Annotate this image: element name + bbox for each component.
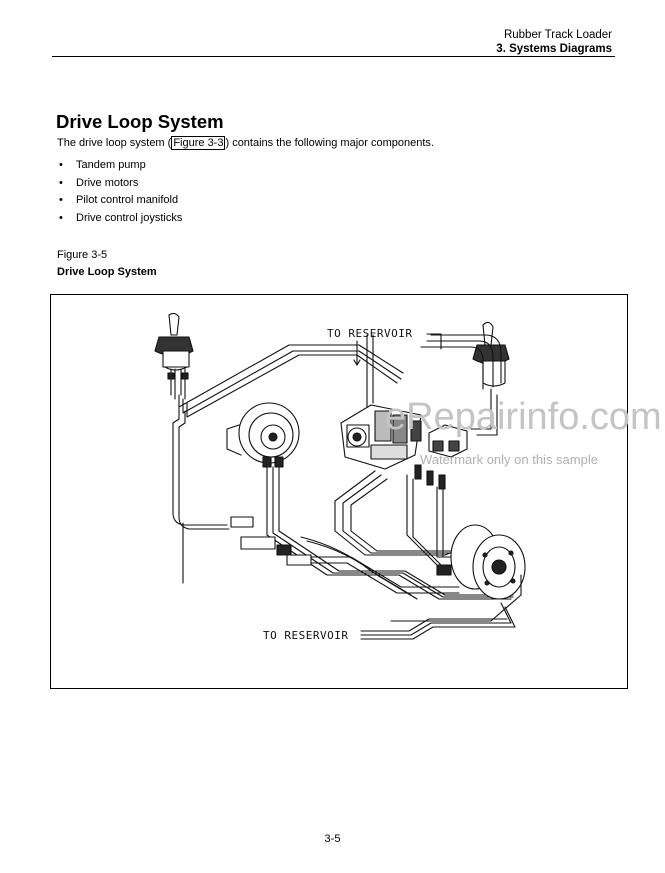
- reservoir-labels: TO RESERVOIR TO RESERVOIR: [263, 327, 442, 642]
- figure-number: Figure 3-5: [57, 249, 108, 261]
- figure-caption: Figure 3-5 Drive Loop System: [57, 247, 157, 281]
- page-number: 3-5: [324, 833, 341, 845]
- left-drive-motor: [226, 402, 300, 536]
- intro-after: ) contains the following major component…: [225, 137, 434, 149]
- intro-paragraph: The drive loop system (Figure 3-3) conta…: [57, 136, 434, 150]
- pilot-control-manifold: [414, 424, 468, 490]
- right-drive-motor: [390, 524, 526, 622]
- page-title: Drive Loop System: [56, 111, 224, 132]
- drive-loop-diagram: TO RESERVOIR TO RESERVOIR: [154, 312, 526, 642]
- list-item: Drive motors: [57, 177, 182, 195]
- pilot-lines: [172, 334, 502, 530]
- list-item: Tandem pump: [57, 159, 182, 177]
- left-joystick: [154, 312, 194, 400]
- list-item: Pilot control manifold: [57, 194, 182, 212]
- tandem-pump: [340, 334, 422, 470]
- list-item: Drive control joysticks: [57, 212, 182, 230]
- bottom-reservoir-label: TO RESERVOIR: [263, 629, 348, 642]
- right-joystick: [472, 321, 510, 387]
- header-product: Rubber Track Loader: [503, 29, 612, 41]
- running-header: Rubber Track Loader 3. Systems Diagrams: [496, 28, 612, 56]
- figure-title: Drive Loop System: [57, 266, 157, 278]
- component-list: Tandem pump Drive motors Pilot control m…: [57, 159, 182, 229]
- header-rule: [52, 56, 615, 57]
- header-section: 3. Systems Diagrams: [496, 43, 612, 55]
- figure-frame: TO RESERVOIR TO RESERVOIR: [50, 294, 628, 689]
- lower-fittings: [230, 516, 460, 594]
- return-lines: [182, 522, 516, 640]
- top-reservoir-label: TO RESERVOIR: [327, 327, 412, 340]
- intro-before: The drive loop system (: [57, 137, 172, 149]
- figure-reference-link[interactable]: Figure 3-3: [171, 136, 226, 150]
